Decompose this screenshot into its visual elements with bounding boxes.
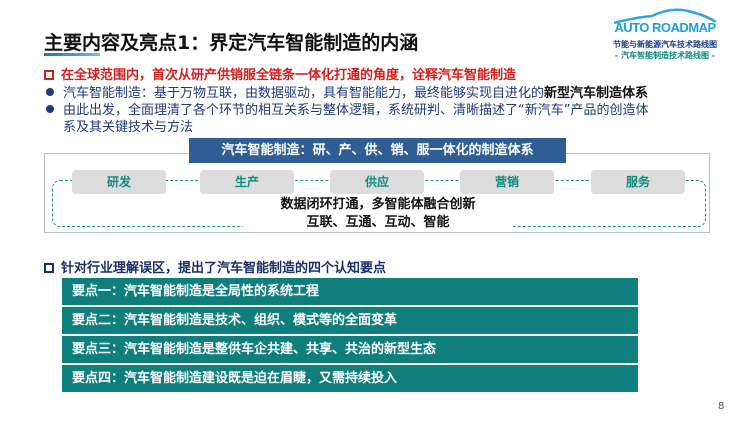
bullet-emphasis: 新型汽车制造体系: [544, 86, 649, 101]
stage-rd: 研发: [72, 170, 166, 194]
point-2: 要点二：汽车智能制造是技术、组织、模式等的全面变革: [62, 307, 638, 334]
car-outline-icon: [613, 8, 717, 24]
stage-production: 生产: [200, 170, 294, 194]
point-4: 要点四：汽车智能制造建设既是迫在眉睫，又需持续投入: [62, 365, 638, 392]
stage-supply: 供应: [330, 170, 424, 194]
diagram-header: 汽车智能制造：研、产、供、销、服一体化的制造体系: [189, 138, 566, 163]
bullet-dot-icon: [46, 105, 54, 113]
auto-roadmap-logo: AUTO ROADMAP 节能与新能源汽车技术路线图 - 汽车智能制造技术路线图…: [600, 8, 730, 62]
logo-text: AUTO ROADMAP: [614, 20, 716, 35]
square-bullet-icon: [44, 263, 54, 273]
center-line-2: 互联、互通、互动、智能: [306, 215, 450, 230]
stage-marketing: 营销: [460, 170, 554, 194]
section1-heading: 在全球范围内，首次从研产供销服全链条一体化打通的角度，诠释汽车智能制造: [44, 67, 516, 84]
bullet-definition: 汽车智能制造：基于万物互联，由数据驱动，具有智能能力，最终能够实现自进化的新型汽…: [46, 85, 648, 102]
bullet-text: 汽车智能制造：基于万物互联，由数据驱动，具有智能能力，最终能够实现自进化的: [63, 86, 545, 101]
square-bullet-icon: [44, 70, 54, 80]
section2-heading: 针对行业理解误区，提出了汽车智能制造的四个认知要点: [44, 260, 386, 277]
section2-heading-text: 针对行业理解误区，提出了汽车智能制造的四个认知要点: [61, 261, 387, 276]
center-line-1: 数据闭环打通，多智能体融合创新: [280, 197, 476, 212]
point-1: 要点一：汽车智能制造是全局性的系统工程: [62, 278, 638, 305]
bullet-text-continued: 系及其关键技术与方法: [63, 120, 194, 135]
point-3: 要点三：汽车智能制造是整供车企共建、共享、共治的新型生态: [62, 336, 638, 363]
page-title: 主要内容及亮点1：界定汽车智能制造的内涵: [44, 32, 419, 54]
diagram-center-text: 数据闭环打通，多智能体融合创新 互联、互通、互动、智能: [243, 196, 513, 232]
section1-heading-text: 在全球范围内，首次从研产供销服全链条一体化打通的角度，诠释汽车智能制造: [61, 68, 517, 83]
stage-service: 服务: [591, 170, 685, 194]
logo-subtitle-2: - 汽车智能制造技术路线图 -: [614, 51, 716, 60]
bullet-dot-icon: [46, 88, 54, 96]
bullet-scope: 由此出发，全面理清了各个环节的相互关系与整体逻辑，系统研判、清晰描述了“新汽车”…: [46, 102, 648, 119]
bullet-text: 由此出发，全面理清了各个环节的相互关系与整体逻辑，系统研判、清晰描述了“新汽车”…: [63, 103, 649, 118]
page-number: 8: [718, 401, 725, 412]
title-underline: [44, 53, 100, 56]
logo-subtitle: 节能与新能源汽车技术路线图: [613, 40, 717, 49]
